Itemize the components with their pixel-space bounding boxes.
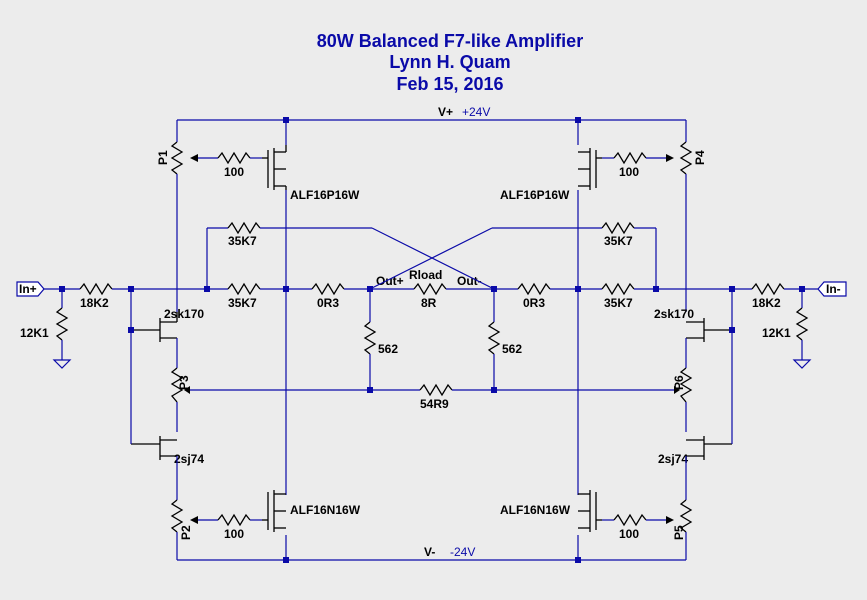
label-54r9: 54R9 <box>420 397 449 411</box>
resistor-gate-bot-left <box>217 513 251 527</box>
arrow-p3-wiper <box>184 386 190 394</box>
resistor-54r9 <box>419 383 453 397</box>
pot-p3 <box>170 367 184 403</box>
resistor-gate-bot-right <box>613 513 647 527</box>
mosfet-bot-left <box>262 490 286 532</box>
arrow-p1-wiper <box>190 154 198 162</box>
label-100-top-left: 100 <box>224 165 244 179</box>
label-562-left: 562 <box>378 342 398 356</box>
label-jfet-n-left: 2sk170 <box>164 307 204 321</box>
port-in-minus: In- <box>817 281 847 297</box>
resistor-562-left <box>363 321 377 355</box>
arrow-p6-wiper <box>674 386 680 394</box>
pot-p6 <box>679 367 693 403</box>
vminus-name: V- <box>424 545 435 559</box>
arrow-p4-wiper <box>666 154 674 162</box>
label-jfet-p-left: 2sj74 <box>174 452 204 466</box>
rail-vminus: V- -24V <box>177 545 686 561</box>
resistor-562-right <box>487 321 501 355</box>
label-18k2-right: 18K2 <box>752 296 781 310</box>
label-p6: P6 <box>672 375 686 390</box>
label-mos-bot-left: ALF16N16W <box>290 503 361 517</box>
label-mos-top-right: ALF16P16W <box>500 188 570 202</box>
label-p3: P3 <box>177 375 191 390</box>
resistor-0r3-right <box>517 282 551 296</box>
label-p4: P4 <box>693 150 707 165</box>
in-plus-label: In+ <box>19 282 37 296</box>
resistor-gate-top-left <box>217 151 251 165</box>
in-minus-label: In- <box>826 282 841 296</box>
label-100-bot-left: 100 <box>224 527 244 541</box>
resistor-rload <box>413 282 447 296</box>
pot-p2 <box>170 499 184 533</box>
arrow-p5-wiper <box>666 516 674 524</box>
resistor-cross-right <box>601 221 635 235</box>
resistor-cross-left <box>227 221 261 235</box>
label-35k7-fb-left: 35K7 <box>228 296 257 310</box>
pot-p5 <box>679 499 693 533</box>
vplus-value: +24V <box>462 105 490 119</box>
title-line-1: 80W Balanced F7-like Amplifier <box>317 31 583 51</box>
port-in-plus: In+ <box>16 281 45 297</box>
vplus-name: V+ <box>438 105 453 119</box>
resistor-0r3-left <box>311 282 345 296</box>
resistor-18k2-left <box>79 282 113 296</box>
resistor-18k2-right <box>751 282 785 296</box>
label-100-top-right: 100 <box>619 165 639 179</box>
label-jfet-n-right: 2sk170 <box>654 307 694 321</box>
vminus-value: -24V <box>450 545 475 559</box>
mosfet-bot-right <box>578 490 602 532</box>
label-0r3-right: 0R3 <box>523 296 545 310</box>
label-12k1-right: 12K1 <box>762 326 791 340</box>
resistor-fb-left <box>227 282 261 296</box>
jfet-p-right <box>686 436 732 460</box>
label-out-plus: Out+ <box>376 274 404 288</box>
resistor-fb-right <box>601 282 635 296</box>
resistor-12k1-right <box>795 307 809 341</box>
jfet-n-right <box>686 318 732 342</box>
resistor-12k1-left <box>55 307 69 341</box>
label-12k1-left: 12K1 <box>20 326 49 340</box>
title-line-2: Lynn H. Quam <box>389 52 510 72</box>
label-p1: P1 <box>156 150 170 165</box>
label-rload-name: Rload <box>409 268 442 282</box>
title-line-3: Feb 15, 2016 <box>396 74 503 94</box>
ground-left <box>52 359 72 369</box>
jfet-p-left <box>131 436 177 460</box>
resistor-gate-top-right <box>613 151 647 165</box>
label-mos-bot-right: ALF16N16W <box>500 503 571 517</box>
label-rload-value: 8R <box>421 296 437 310</box>
label-100-bot-right: 100 <box>619 527 639 541</box>
label-35k7-cross-left: 35K7 <box>228 234 257 248</box>
ground-right <box>792 359 812 369</box>
label-jfet-p-right: 2sj74 <box>658 452 688 466</box>
junction-dots <box>59 117 805 563</box>
label-562-right: 562 <box>502 342 522 356</box>
label-p2: P2 <box>179 525 193 540</box>
pot-p4 <box>679 141 693 175</box>
label-out-minus: Out- <box>457 274 482 288</box>
label-0r3-left: 0R3 <box>317 296 339 310</box>
arrow-p2-wiper <box>190 516 198 524</box>
label-18k2-left: 18K2 <box>80 296 109 310</box>
jfet-n-left <box>131 312 178 342</box>
label-35k7-cross-right: 35K7 <box>604 234 633 248</box>
mosfet-top-right <box>578 148 602 190</box>
label-35k7-fb-right: 35K7 <box>604 296 633 310</box>
mosfet-top-left <box>262 145 287 190</box>
label-p5: P5 <box>672 525 686 540</box>
pot-p1 <box>170 141 184 175</box>
rail-vplus: V+ +24V <box>177 105 686 121</box>
label-mos-top-left: ALF16P16W <box>290 188 360 202</box>
